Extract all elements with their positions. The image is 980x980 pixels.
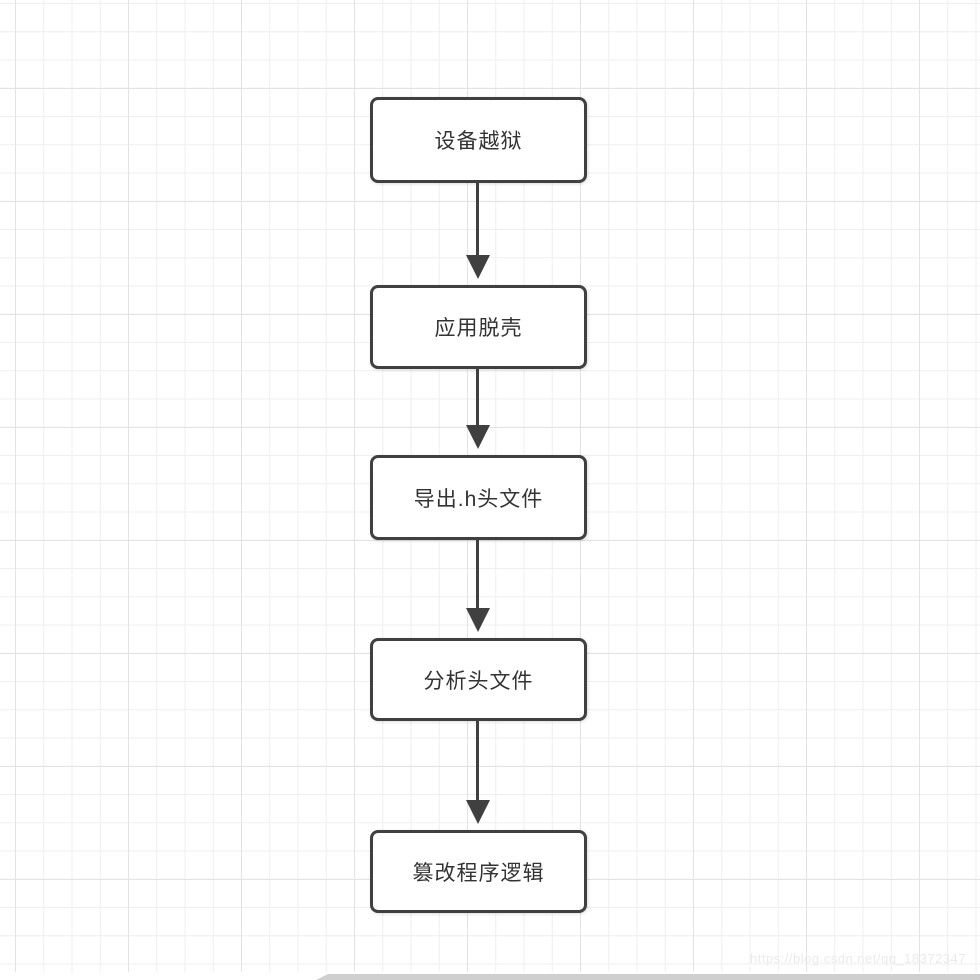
flowchart-node-app-unpack: 应用脱壳: [370, 285, 587, 369]
flowchart-node-tamper-logic: 篡改程序逻辑: [370, 830, 587, 913]
node-label: 导出.h头文件: [413, 487, 544, 511]
node-label: 篡改程序逻辑: [412, 861, 545, 885]
arrow-head-icon: [466, 425, 490, 449]
node-label: 设备越狱: [434, 130, 523, 153]
flowchart-node-export-header: 导出.h头文件: [370, 455, 587, 540]
arrow-shaft: [476, 369, 479, 425]
node-label: 分析头文件: [423, 669, 534, 693]
node-label: 应用脱壳: [434, 317, 523, 340]
arrow-head-icon: [466, 255, 490, 279]
bottom-edge-bar: [316, 974, 980, 980]
arrow-head-icon: [466, 800, 490, 824]
arrow-shaft: [476, 721, 479, 800]
flowchart-node-device-jailbreak: 设备越狱: [370, 97, 587, 183]
arrow-head-icon: [466, 608, 490, 632]
csdn-watermark: https://blog.csdn.net/qq_18372347: [750, 951, 966, 966]
flowchart-node-analyze-header: 分析头文件: [370, 638, 587, 721]
arrow-shaft: [476, 183, 479, 255]
arrow-shaft: [476, 540, 479, 608]
